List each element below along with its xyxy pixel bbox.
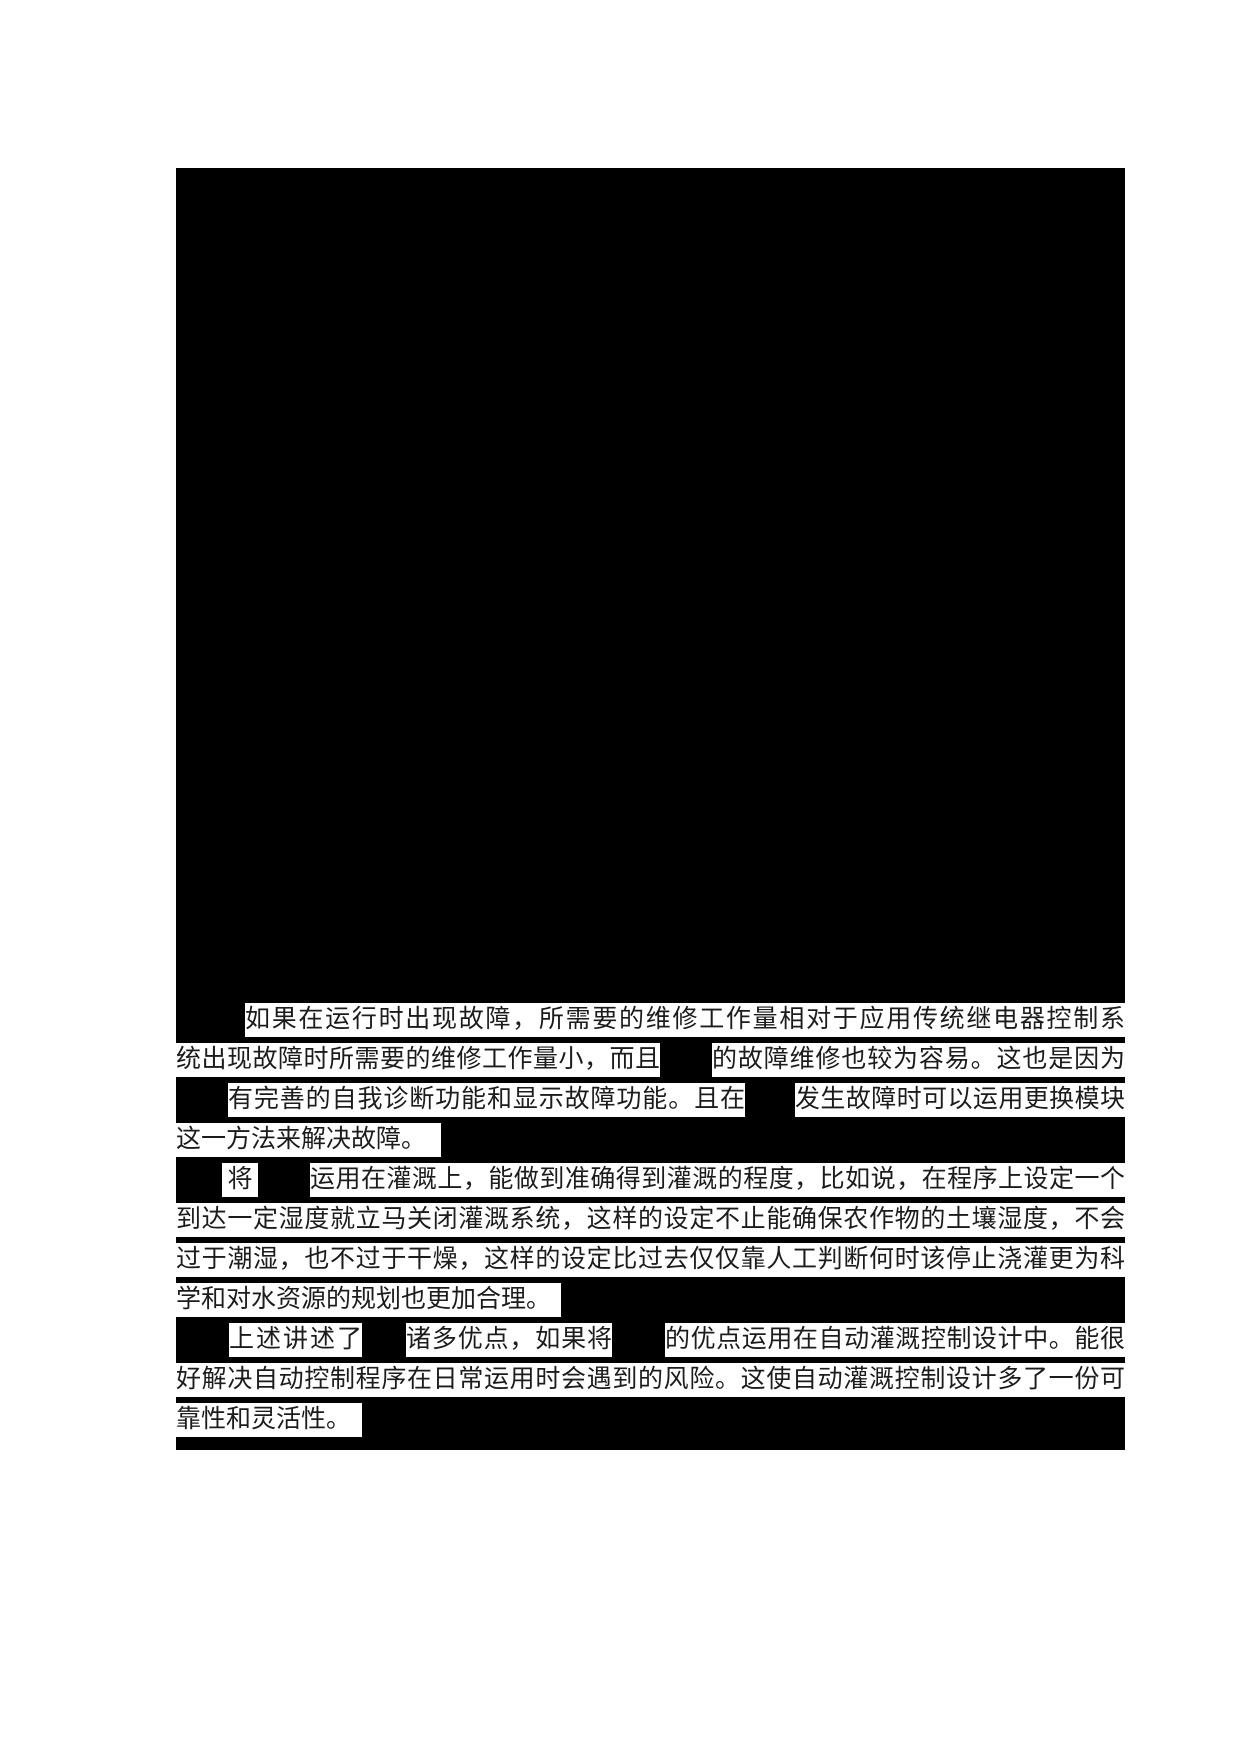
text-line-segment: 靠性和灵活性。 — [176, 1403, 362, 1437]
text-line-segment: 将 — [222, 1163, 258, 1197]
text-line-segment: 发生故障时可以运用更换模块 — [795, 1083, 1125, 1117]
text-line-segment: 学和对水资源的规划也更加合理。 — [176, 1283, 561, 1317]
text-line-segment: 运用在灌溉上，能做到准确得到灌溉的程度，比如说，在程序上设定一个 — [310, 1163, 1125, 1197]
text-line-segment: 到达一定湿度就立马关闭灌溉系统，这样的设定不止能确保农作物的土壤湿度，不会 — [176, 1203, 1125, 1237]
text-line-segment: 的故障维修也较为容易。这也是因为 — [712, 1043, 1125, 1077]
text-line-segment: 这一方法来解决故障。 — [176, 1123, 441, 1157]
text-line-segment: 如果在运行时出现故障，所需要的维修工作量相对于应用传统继电器控制系 — [245, 1003, 1125, 1037]
text-line-segment: 诸多优点，如果将 — [406, 1323, 612, 1357]
text-line-segment: 统出现故障时所需要的维修工作量小，而且 — [176, 1043, 660, 1077]
text-line-segment: 的优点运用在自动灌溉控制设计中。能很 — [665, 1323, 1125, 1357]
text-line-segment: 过于潮湿，也不过于干燥，这样的设定比过去仅仅靠人工判断何时该停止浇灌更为科 — [176, 1243, 1125, 1277]
text-line-segment: 上述讲述了 — [229, 1323, 362, 1357]
text-line-segment: 好解决自动控制程序在日常运用时会遇到的风险。这使自动灌溉控制设计多了一份可 — [176, 1363, 1125, 1397]
text-line-segment: 有完善的自我诊断功能和显示故障功能。且在 — [228, 1083, 745, 1117]
